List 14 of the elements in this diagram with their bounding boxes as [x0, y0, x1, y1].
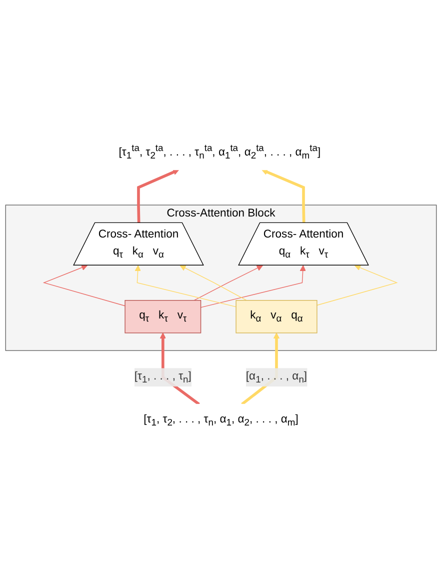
- arrow: [134, 265, 236, 308]
- arrow: [200, 265, 306, 308]
- node-text: [τ$_{1}$$^{ta}$, τ$_{2}$$^{ta}$, . . . , τ$_{n}$$^{ta}$, α$_{1}$$^{ta}$, α$_{2}$$^{ta}$, . . . , α$_{m}$$^{ta}$]: [118, 142, 321, 161]
- arrow: [180, 265, 247, 301]
- arrow: [42, 264, 126, 306]
- arrow: [137, 169, 180, 224]
- arrow: [316, 264, 398, 306]
- edge-label: [α$_{1}$, . . . , α$_{n}$]: [246, 370, 308, 385]
- node-box: q$_{τ}$ k$_{τ}$ v$_{τ}$: [124, 300, 202, 334]
- edge-label: [τ$_{1}$, . . . , τ$_{n}$]: [134, 370, 192, 385]
- arrow: [194, 265, 263, 301]
- node-text: [τ$_{1}$, τ$_{2}$, . . . , τ$_{n}$, α$_{1}$, α$_{2}$, . . . , α$_{m}$]: [144, 413, 298, 428]
- arrow: [262, 169, 306, 224]
- node-box: k$_{α}$ v$_{α}$ q$_{α}$: [236, 300, 318, 334]
